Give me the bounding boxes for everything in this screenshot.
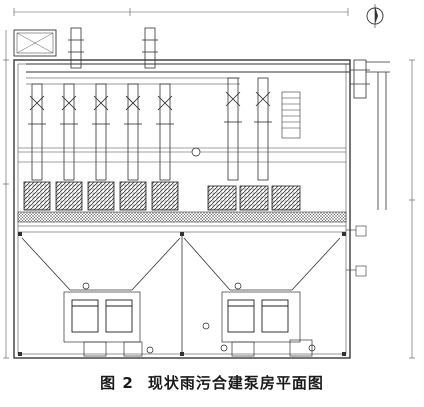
figure-caption: 图 2 现状雨污合建泵房平面图 [0,372,424,393]
outlet-pipe-right [366,61,390,210]
right-side-fittings [346,225,367,277]
bottom-outlets [83,339,313,357]
pump-wells-left [23,181,179,211]
right-dimension-line [409,59,415,359]
riser-pipes-top [68,27,370,99]
discharge-header-pipe [26,63,350,85]
north-arrow-icon [366,4,384,28]
submersible-pumps [71,299,289,333]
structural-columns [18,232,346,356]
top-dimension-line [13,8,349,16]
valve-markers-right [224,91,272,123]
figure-title: 现状雨污合建泵房平面图 [147,374,324,392]
staircase [281,91,301,139]
pump-discharge-lines-right [227,77,269,181]
figure-number: 图 2 [100,374,134,392]
control-cabinet [13,29,57,57]
grate-strip [17,211,347,233]
mid-beam-lines [18,147,346,163]
lower-chamber-diagonals [21,232,341,354]
left-dimension-line [3,30,9,359]
pump-wells-right [207,185,301,211]
pump-discharge-lines-left [31,83,171,181]
valve-markers-left [28,95,174,125]
lower-chamber-walls [63,289,301,343]
